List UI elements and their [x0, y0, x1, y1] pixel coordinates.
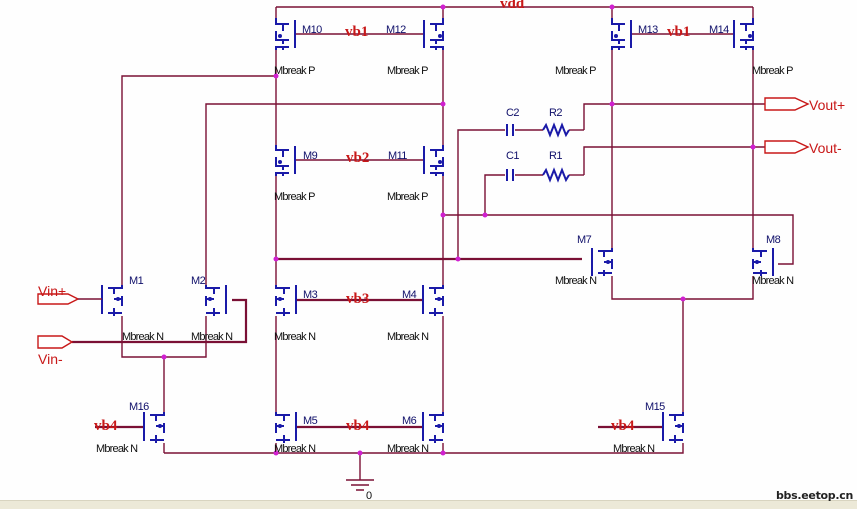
m6-name: M6 [402, 415, 417, 427]
m2-model: Mbreak N [191, 331, 233, 343]
m14-model: Mbreak P [752, 65, 793, 77]
transistor-m10[interactable] [275, 18, 296, 50]
ground-net-label: 0 [366, 490, 372, 502]
m5-model: Mbreak N [274, 443, 316, 455]
m1-model: Mbreak N [122, 331, 164, 343]
m7-model: Mbreak N [555, 275, 597, 287]
wire [72, 298, 248, 344]
m14-name: M14 [709, 24, 729, 36]
vdd-label: vdd [500, 0, 525, 12]
ground-symbol [346, 479, 374, 491]
device-symbols [101, 18, 774, 491]
transistor-m15[interactable] [662, 412, 684, 443]
m15-name: M15 [645, 401, 665, 413]
ports: Vin+ Vin- Vout+ Vout- [37, 97, 845, 367]
port-vin-minus[interactable]: Vin- [37, 335, 74, 367]
capacitor-c2[interactable] [506, 124, 514, 136]
c2-name: C2 [506, 107, 519, 119]
wire [583, 103, 765, 130]
wire [611, 276, 754, 300]
vb1-label: vb1 [345, 24, 368, 40]
transistor-m16[interactable] [143, 412, 165, 443]
m13-model: Mbreak P [555, 65, 596, 77]
transistor-m11[interactable] [423, 145, 444, 176]
transistor-m13[interactable] [611, 18, 632, 50]
transistor-m3[interactable] [275, 285, 297, 316]
vb2-label: vb2 [346, 150, 369, 166]
transistor-m14[interactable] [733, 18, 754, 50]
watermark: bbs.eetop.cn [775, 489, 853, 502]
m16-model: Mbreak N [96, 443, 138, 455]
transistor-m5[interactable] [275, 412, 297, 443]
m6-model: Mbreak N [387, 443, 429, 455]
wires [72, 6, 794, 480]
vb1-label-2: vb1 [667, 24, 690, 40]
transistor-m4[interactable] [422, 285, 444, 316]
vb4-label-m16: vb4 [94, 418, 118, 434]
transistor-m2[interactable] [205, 285, 227, 316]
m4-model: Mbreak N [387, 331, 429, 343]
m10-model: Mbreak P [274, 65, 315, 77]
labels: vdd M10 M12 vb1 Mbreak P Mbreak P M13 M1… [94, 0, 795, 502]
wire [484, 174, 505, 215]
m15-model: Mbreak N [613, 443, 655, 455]
m9-name: M9 [303, 150, 318, 162]
wire [205, 103, 443, 285]
vb3-label: vb3 [346, 291, 369, 307]
m12-model: Mbreak P [387, 65, 428, 77]
m3-name: M3 [303, 289, 318, 301]
transistor-m1[interactable] [101, 285, 123, 316]
port-vout-minus-label: Vout- [809, 140, 842, 156]
r2-name: R2 [549, 107, 562, 119]
m4-name: M4 [402, 289, 417, 301]
ground-rail [164, 443, 684, 454]
m1-name: M1 [129, 275, 144, 287]
m11-model: Mbreak P [387, 191, 428, 203]
m11-name: M11 [388, 150, 407, 162]
m12-name: M12 [386, 24, 406, 36]
m8-name: M8 [766, 234, 781, 246]
m10-name: M10 [302, 24, 322, 36]
resistor-r2[interactable] [542, 122, 570, 138]
c1-name: C1 [506, 150, 519, 162]
wire [121, 75, 276, 285]
port-vin-plus-label: Vin+ [38, 283, 66, 299]
port-vin-minus-label: Vin- [38, 351, 63, 367]
m9-model: Mbreak P [274, 191, 315, 203]
m13-name: M13 [638, 24, 658, 36]
vb4-label-m56: vb4 [346, 418, 370, 434]
wire [583, 146, 765, 175]
transistor-m7[interactable] [591, 248, 613, 276]
capacitor-c1[interactable] [506, 169, 514, 181]
transistor-m9[interactable] [275, 145, 296, 176]
m16-name: M16 [129, 401, 149, 413]
junctions [161, 4, 756, 456]
port-vout-plus-label: Vout+ [809, 97, 845, 113]
m3-model: Mbreak N [274, 331, 316, 343]
transistor-m6[interactable] [422, 412, 444, 443]
m5-name: M5 [303, 415, 318, 427]
status-bar [0, 500, 857, 509]
port-vout-minus[interactable]: Vout- [764, 140, 842, 156]
m2-name: M2 [191, 275, 206, 287]
m8-model: Mbreak N [752, 275, 794, 287]
port-vout-plus[interactable]: Vout+ [764, 97, 845, 113]
wire [457, 129, 505, 259]
wire [443, 214, 794, 265]
vb4-label-m15: vb4 [611, 418, 635, 434]
r1-name: R1 [549, 150, 562, 162]
m7-name: M7 [577, 234, 592, 246]
resistor-r1[interactable] [542, 167, 570, 183]
transistor-m8[interactable] [752, 248, 774, 276]
port-vin-plus[interactable]: Vin+ [37, 283, 102, 305]
transistor-m12[interactable] [423, 18, 444, 50]
